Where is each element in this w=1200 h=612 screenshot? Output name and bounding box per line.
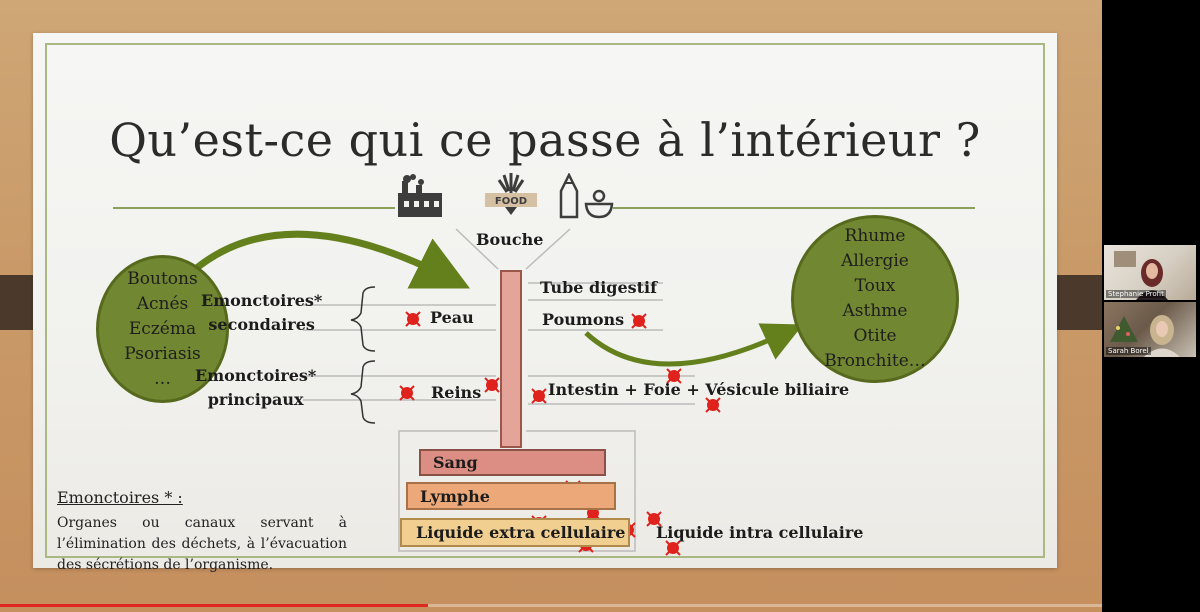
symptom-asthme: Asthme [842, 301, 908, 321]
label-emonctoires-secondaires-line1: Emonctoires* [201, 291, 323, 310]
label-bouche: Bouche [476, 230, 544, 249]
symptom-toux: Toux [854, 276, 896, 296]
symptom-allergie: Allergie [841, 251, 909, 271]
label-emonctoires-principaux: Emonctoires* principaux [195, 364, 316, 412]
symptom-eczema: Eczéma [128, 318, 197, 339]
symptom-acnes: Acnés [136, 293, 189, 314]
participant-video [1110, 315, 1180, 357]
label-emonctoires-secondaires: Emonctoires* secondaires [201, 289, 322, 337]
digestive-tube [500, 270, 522, 448]
video-progress-fill [0, 604, 428, 607]
title-divider-left [113, 207, 395, 209]
bar-sang-label: Sang [433, 453, 478, 472]
bar-lymphe-label: Lymphe [420, 486, 490, 506]
food-icon: FOOD [485, 173, 537, 215]
bowl-icon [584, 189, 614, 219]
label-reins: Reins [431, 383, 482, 402]
presentation-slide: Qu’est-ce qui ce passe à l’intérieur ? F… [33, 33, 1057, 573]
symptom-psoriasis: Psoriasis [124, 343, 201, 364]
video-progress-bar[interactable] [0, 604, 1102, 607]
participant-name: Stephanie Profit [1106, 290, 1166, 298]
participant-name: Sarah Borel [1106, 347, 1151, 355]
skin-symptoms-circle: Boutons Acnés Eczéma Psoriasis … [96, 255, 229, 403]
bar-liquide-extra-label: Liquide extra cellulaire [416, 523, 626, 542]
participant-tile[interactable]: Sarah Borel [1104, 302, 1196, 357]
title-divider-right [613, 207, 975, 209]
symptom-rhume: Rhume [844, 226, 906, 246]
label-tube-digestif: Tube digestif [540, 278, 657, 297]
definition-title: Emonctoires * : [57, 488, 183, 507]
label-peau: Peau [430, 308, 474, 327]
definition-box: Emonctoires * : Organes ou canaux servan… [57, 488, 347, 576]
label-emonctoires-secondaires-line2: secondaires [208, 315, 315, 334]
bar-sang: Sang [419, 449, 606, 476]
food-icon-text: FOOD [495, 196, 527, 207]
participant-tile[interactable]: Stephanie Profit [1104, 245, 1196, 300]
bar-lymphe: Lymphe [406, 482, 616, 510]
label-emonctoires-principaux-line2: principaux [207, 390, 304, 409]
symptom-otite: Otite [853, 326, 897, 346]
slide-title: Qu’est-ce qui ce passe à l’intérieur ? [109, 113, 981, 167]
symptom-boutons: Boutons [127, 268, 198, 289]
label-intestin-foie-vesicule: Intestin + Foie + Vésicule biliaire [548, 380, 850, 399]
bar-liquide-extra-cellulaire: Liquide extra cellulaire [400, 518, 630, 547]
respiratory-symptoms-circle: Rhume Allergie Toux Asthme Otite Bronchi… [791, 215, 959, 383]
definition-body: Organes ou canaux servant à l’éliminatio… [57, 515, 347, 573]
symptom-ellipsis: … [154, 368, 171, 389]
video-stage: Qu’est-ce qui ce passe à l’intérieur ? F… [0, 33, 1102, 607]
label-poumons: Poumons [542, 310, 625, 329]
symptom-bronchite: Bronchite… [824, 351, 926, 371]
participant-video [1114, 251, 1168, 300]
bottle-icon [559, 173, 579, 219]
label-emonctoires-principaux-line1: Emonctoires* [195, 366, 317, 385]
factory-icon [398, 174, 442, 217]
label-liquide-intra-cellulaire: Liquide intra cellulaire [656, 523, 864, 542]
slide-border [45, 43, 1045, 558]
